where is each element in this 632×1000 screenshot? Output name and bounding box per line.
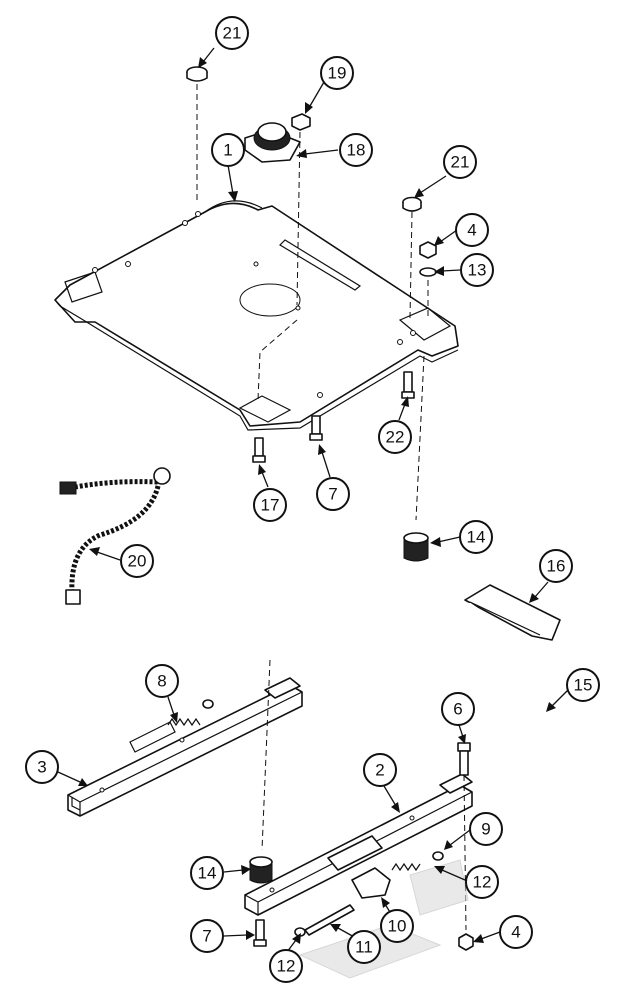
callout-15: 15 (566, 668, 600, 702)
spring-8 (167, 699, 214, 727)
flange-nut-21-right (402, 196, 422, 212)
callout-label: 13 (468, 261, 487, 280)
wire-harness-20 (59, 467, 171, 605)
nut-19 (291, 113, 311, 131)
bolt-7-upper (309, 415, 323, 441)
callout-4-lower: 4 (499, 915, 533, 949)
callout-8: 8 (145, 664, 179, 698)
pin-11 (304, 904, 355, 936)
callout-2: 2 (363, 753, 397, 787)
callout-1: 1 (211, 133, 245, 167)
rod-15 (273, 597, 567, 792)
callout-label: 19 (328, 64, 347, 83)
callout-label: 14 (467, 528, 486, 547)
callout-label: 7 (328, 485, 337, 504)
callout-label: 9 (481, 820, 490, 839)
callout-21-right: 21 (443, 145, 477, 179)
callout-3: 3 (25, 750, 59, 784)
callout-20: 20 (120, 544, 154, 578)
callout-label: 10 (388, 917, 407, 936)
callout-label: 21 (223, 24, 242, 43)
latch-10 (351, 867, 391, 899)
seat-rail-3 (67, 677, 303, 817)
callout-18: 18 (339, 133, 373, 167)
callout-label: 2 (375, 761, 384, 780)
callout-label: 4 (467, 221, 476, 240)
callout-label: 8 (157, 672, 166, 691)
callout-label: 12 (277, 957, 296, 976)
bolt-7-lower (253, 919, 267, 947)
callout-12-right: 12 (465, 865, 499, 899)
washer-13 (419, 267, 437, 277)
flange-nut-21-left (186, 66, 208, 82)
callout-4-upper: 4 (455, 213, 489, 247)
leader-lines (57, 47, 569, 953)
isolator-14-lower (249, 856, 273, 884)
callout-label: 15 (574, 676, 593, 695)
callout-17: 17 (253, 488, 287, 522)
callout-13: 13 (460, 253, 494, 287)
callout-21-top-left: 21 (215, 16, 249, 50)
callout-label: 21 (451, 153, 470, 172)
callout-22: 22 (378, 420, 412, 454)
callout-label: 14 (198, 864, 217, 883)
isolator-14-upper (403, 532, 429, 562)
callout-label: 3 (37, 758, 46, 777)
handle-16 (464, 584, 561, 641)
spring-9-12 (391, 851, 444, 872)
callout-12-lower: 12 (269, 949, 303, 983)
bolt-22 (401, 371, 415, 399)
callout-14-lower: 14 (190, 856, 224, 890)
callout-label: 17 (261, 496, 280, 515)
callout-14-upper: 14 (459, 520, 493, 554)
callout-11: 11 (347, 930, 381, 964)
callout-10: 10 (380, 909, 414, 943)
callout-19: 19 (320, 56, 354, 90)
callout-7-lower: 7 (190, 919, 224, 953)
callout-label: 1 (223, 141, 232, 160)
callout-label: 18 (347, 141, 366, 160)
callout-6: 6 (441, 692, 475, 726)
callout-label: 12 (473, 873, 492, 892)
bolt-6 (457, 742, 471, 776)
seat-base-plate (54, 200, 459, 431)
callout-label: 16 (547, 557, 566, 576)
callout-labels: 21 19 18 1 21 4 13 22 17 7 14 (25, 16, 600, 983)
callout-label: 22 (386, 428, 405, 447)
callout-label: 11 (355, 938, 373, 957)
seat-rail-2 (244, 773, 473, 916)
nut-4-lower (458, 933, 474, 951)
callout-label: 4 (511, 923, 520, 942)
callout-label: 7 (202, 927, 211, 946)
nut-4-upper (419, 241, 437, 259)
callout-7-upper: 7 (316, 477, 350, 511)
callout-16: 16 (539, 549, 573, 583)
bolt-17 (252, 437, 266, 463)
callout-label: 20 (128, 552, 147, 571)
callout-9: 9 (469, 812, 503, 846)
switch-18 (244, 122, 301, 163)
callout-label: 6 (453, 700, 462, 719)
